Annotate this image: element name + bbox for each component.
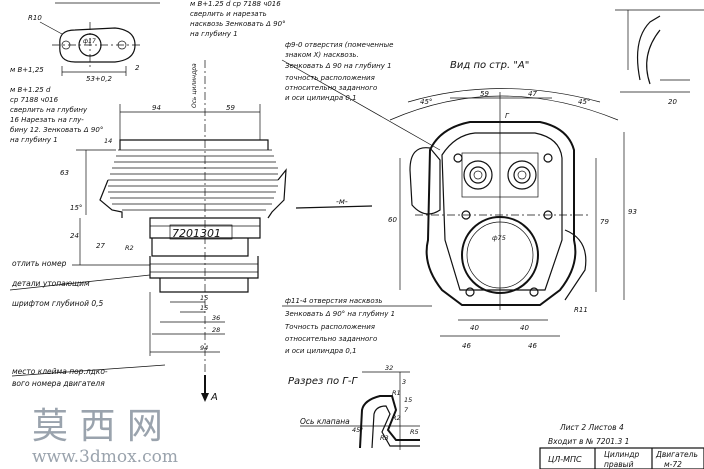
- section-title: Разрез по Г-Г: [288, 376, 358, 387]
- svg-text:точность расположения: точность расположения: [285, 74, 375, 82]
- dim-plan-45a: 45°: [420, 98, 432, 106]
- svg-text:сверлить и нарезать: сверлить и нарезать: [190, 10, 267, 18]
- dim-plan-g: Г: [505, 112, 510, 120]
- dim-plan-79: 79: [600, 218, 609, 226]
- note-top-thread: м B+1.25 d ср 7188 ч016 сверлить и нарез…: [190, 0, 286, 38]
- dim-side-27: 27: [96, 242, 105, 250]
- dim-plan-93: 93: [628, 208, 637, 216]
- corner-detail: 20: [615, 9, 704, 106]
- dim-plan-46a: 46: [462, 342, 471, 350]
- note-left-thread: м B+1.25 d ср 7188 ч016 сверлить на глуб…: [10, 86, 103, 144]
- svg-text:м B+1.25 d: м B+1.25 d: [10, 86, 51, 94]
- dim-flange-dia: ф17: [83, 38, 96, 45]
- title-part-2: правый: [604, 460, 634, 469]
- dim-sec-15: 15: [404, 396, 412, 404]
- svg-text:Зенковать Δ 90° на глубину 1: Зенковать Δ 90° на глубину 1: [285, 310, 395, 318]
- watermark-site: www.3dmox.com: [32, 447, 178, 467]
- dim-plan-40b: 40: [520, 324, 529, 332]
- svg-text:ср 7188 ч016: ср 7188 ч016: [10, 96, 59, 104]
- svg-text:м B+1.25 d ср 7188 ч016: м B+1.25 d ср 7188 ч016: [190, 0, 281, 8]
- dim-plan-47: 47: [528, 90, 537, 98]
- note-valve-axis: Ось клапана: [300, 417, 350, 426]
- svg-text:бину 12. Зенковать Δ 90°: бину 12. Зенковать Δ 90°: [10, 126, 103, 134]
- note-holes-top: ф9-0 отверстия (помеченные знаком X) нас…: [281, 41, 441, 151]
- dim-side-r2: R2: [125, 244, 134, 252]
- dim-side-24: 24: [70, 232, 79, 240]
- dim-flange-width: 53+0,2: [86, 75, 112, 83]
- svg-text:ф9-0 отверстия (помеченные: ф9-0 отверстия (помеченные: [285, 41, 393, 49]
- note-stamp: отлить номер детали утопающим шрифтом гл…: [9, 259, 151, 308]
- dim-side-94b: 94: [200, 344, 208, 352]
- title-product-1: Двигатель: [655, 450, 698, 459]
- svg-text:Лист 2 Листов 4: Лист 2 Листов 4: [559, 423, 624, 432]
- dim-side-15deg: 15°: [70, 204, 82, 212]
- svg-text:насквозь Зенковать Δ 90°: насквозь Зенковать Δ 90°: [190, 20, 286, 28]
- part-number: 7201301: [172, 227, 221, 240]
- arrow-m-label: -м-: [336, 197, 348, 206]
- dim-side-94: 94: [152, 104, 161, 112]
- dim-side-28: 28: [212, 326, 220, 334]
- section-gg: Разрез по Г-Г 32 3 R1 15 7 R2 45° R3 R5 …: [288, 364, 420, 450]
- svg-text:ф11-4 отверстия насквозь: ф11-4 отверстия насквозь: [285, 297, 382, 305]
- svg-text:сверлить на глубину: сверлить на глубину: [10, 106, 88, 114]
- dim-plan-r11: R11: [574, 306, 588, 314]
- svg-text:и оси цилиндра 0,1: и оси цилиндра 0,1: [285, 94, 357, 102]
- svg-text:отлить номер: отлить номер: [12, 259, 67, 268]
- svg-text:детали утопающим: детали утопающим: [11, 279, 90, 288]
- svg-text:вого номера двигателя: вого номера двигателя: [12, 379, 105, 388]
- view-a-plan: Вид по стр. "А" 59: [388, 60, 637, 350]
- dim-sec-r3: R3: [380, 434, 389, 442]
- note-holes-bottom: ф11-4 отверстия насквозь Зенковать Δ 90°…: [282, 297, 432, 355]
- dim-plan-46b: 46: [528, 342, 537, 350]
- dim-side-15b: 15: [200, 304, 208, 312]
- dim-corner-20: 20: [668, 98, 677, 106]
- svg-text:и оси цилиндра 0,1: и оси цилиндра 0,1: [285, 347, 357, 355]
- dim-flange-2: 2: [135, 64, 140, 72]
- watermark-brand: 莫 西 网: [32, 406, 163, 447]
- dim-plan-45b: 45°: [578, 98, 590, 106]
- dim-sec-r1: R1: [392, 389, 401, 397]
- svg-text:на глубину 1: на глубину 1: [10, 136, 58, 144]
- svg-text:Зенковать Δ 90 на глубину 1: Зенковать Δ 90 на глубину 1: [285, 62, 392, 70]
- dim-sec-r2: R2: [392, 414, 401, 422]
- svg-text:Ось цилиндра: Ось цилиндра: [191, 63, 198, 108]
- drawing-ref: Лист 2 Листов 4 Входит в № 7201.3 1: [548, 423, 629, 446]
- dim-side-63: 63: [60, 169, 69, 177]
- note-place: место клейма пор.лдко- вого номера двига…: [11, 364, 166, 388]
- svg-text:относительно заданного: относительно заданного: [285, 335, 377, 343]
- svg-text:шрифтом глубиной 0,5: шрифтом глубиной 0,5: [12, 299, 103, 308]
- view-a-title: Вид по стр. "А": [450, 60, 529, 71]
- dim-sec-r5: R5: [410, 428, 419, 436]
- arrow-a-label: А: [210, 392, 218, 403]
- dim-side-14: 14: [104, 137, 112, 145]
- flange-view: R10 ф17 53+0,2 м B+1,25 2: [10, 14, 142, 83]
- dim-plan-bore: ф75: [492, 234, 506, 242]
- title-code: ЦЛ-МПС: [548, 455, 582, 464]
- svg-text:Точность расположения: Точность расположения: [285, 323, 375, 331]
- dim-side-15a: 15: [200, 294, 208, 302]
- svg-text:16 Нарезать на глу-: 16 Нарезать на глу-: [10, 116, 84, 124]
- dim-sec-32: 32: [385, 364, 393, 372]
- dim-sec-45: 45°: [352, 426, 364, 434]
- watermark: 莫 西 网 www.3dmox.com: [32, 406, 178, 467]
- title-block: ЦЛ-МПС Цилиндр правый Двигатель м-72: [539, 447, 704, 469]
- title-part-1: Цилиндр: [604, 450, 639, 459]
- svg-text:место клейма пор.лдко-: место клейма пор.лдко-: [12, 367, 108, 376]
- dim-side-59: 59: [226, 104, 235, 112]
- dim-plan-40a: 40: [470, 324, 479, 332]
- dim-plan-59: 59: [480, 90, 489, 98]
- dim-flange-r10: R10: [28, 14, 42, 22]
- dim-flange-thread: м B+1,25: [10, 66, 44, 74]
- dim-sec-3: 3: [402, 378, 406, 386]
- dim-side-36: 36: [212, 314, 220, 322]
- dim-sec-7: 7: [404, 406, 409, 414]
- dim-plan-60: 60: [388, 216, 397, 224]
- svg-text:Входит в № 7201.3 1: Входит в № 7201.3 1: [548, 437, 629, 446]
- svg-text:на глубину 1: на глубину 1: [190, 30, 238, 38]
- title-product-2: м-72: [664, 460, 682, 469]
- svg-text:знаком X) насквозь.: знаком X) насквозь.: [285, 51, 359, 59]
- cylinder-side-view: Ось цилиндра 7201301: [60, 60, 373, 403]
